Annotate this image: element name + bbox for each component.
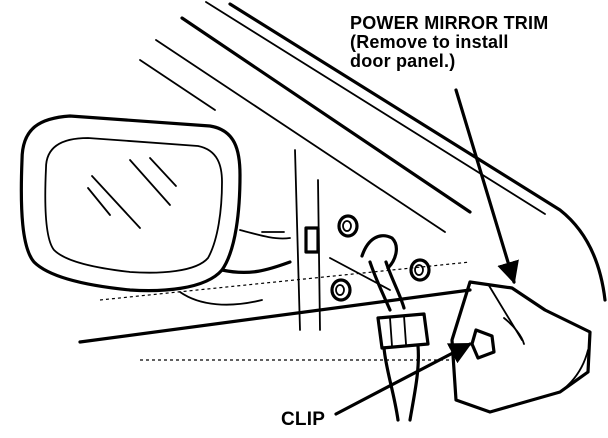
leader-arrows [334, 88, 519, 416]
callout-line-1: POWER MIRROR TRIM [350, 13, 549, 33]
power-mirror-trim [450, 280, 592, 414]
wire-harness [329, 257, 430, 422]
mounting-holes [304, 214, 431, 302]
power-mirror-trim-callout: POWER MIRROR TRIM (Remove to install doo… [350, 14, 548, 71]
trim-leader-arrow [454, 88, 519, 285]
callout-line-3: door panel.) [350, 51, 456, 71]
window-frame-lines [139, 1, 607, 302]
clip-callout: CLIP [281, 409, 326, 430]
side-mirror [19, 114, 292, 306]
clip-leader-arrow [334, 342, 472, 416]
callout-line-2: (Remove to install [350, 32, 509, 52]
door-panel-lines [78, 149, 472, 361]
